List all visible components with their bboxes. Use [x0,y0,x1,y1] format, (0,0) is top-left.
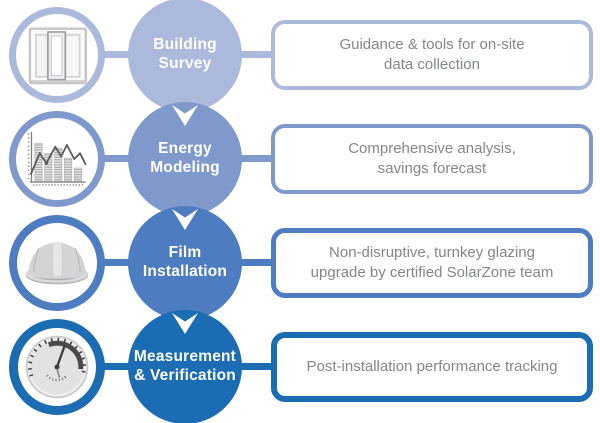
description-line: Post-installation performance tracking [306,358,558,376]
step-label: Measurement & Verification [133,348,237,384]
step-label: Energy Modeling [150,140,220,176]
bar-line-chart-icon [9,111,105,207]
hard-hat-icon [9,215,105,311]
down-arrow-icon [172,105,198,126]
step-description-box: Comprehensive analysis, savings forecast [271,124,593,194]
connector-line [100,259,132,266]
step-description-box: Post-installation performance tracking [271,332,593,402]
description-line: Guidance & tools for on-site [339,36,525,54]
description-line: upgrade by certified SolarZone team [310,264,554,281]
window-icon [9,7,105,103]
down-arrow-icon [172,209,198,230]
connector-line [100,363,132,370]
connector-line [238,51,275,58]
step-circle-film-installation: Film Installation [128,206,242,320]
connector-line [238,155,275,162]
step-label: Building Survey [153,36,217,72]
step-description-box: Non-disruptive, turnkey glazing upgrade … [271,228,593,298]
connector-line [238,363,275,370]
description-line: savings forecast [377,160,487,177]
step-row-building-survey: Building Survey Guidance & tools for on-… [0,0,600,116]
step-row-film-installation: Film Installation Non-disruptive, turnke… [0,206,600,324]
connector-line [100,155,132,162]
step-row-energy-modeling: Energy Modeling Comprehensive analysis, … [0,102,600,220]
description-line: Comprehensive analysis, [348,140,516,158]
step-circle-building-survey: Building Survey [128,0,242,112]
step-circle-energy-modeling: Energy Modeling [128,102,242,216]
step-row-measurement-verification: Measurement & Verification Post-installa… [0,310,600,423]
gauge-icon [9,319,105,415]
step-circle-measurement-verification: Measurement & Verification [128,310,242,423]
connector-line [238,259,275,266]
connector-line [100,51,132,58]
description-line: data collection [384,56,480,73]
step-label: Film Installation [142,244,228,280]
description-line: Non-disruptive, turnkey glazing [329,244,535,262]
down-arrow-icon [172,313,198,334]
step-description-box: Guidance & tools for on-site data collec… [271,20,593,90]
